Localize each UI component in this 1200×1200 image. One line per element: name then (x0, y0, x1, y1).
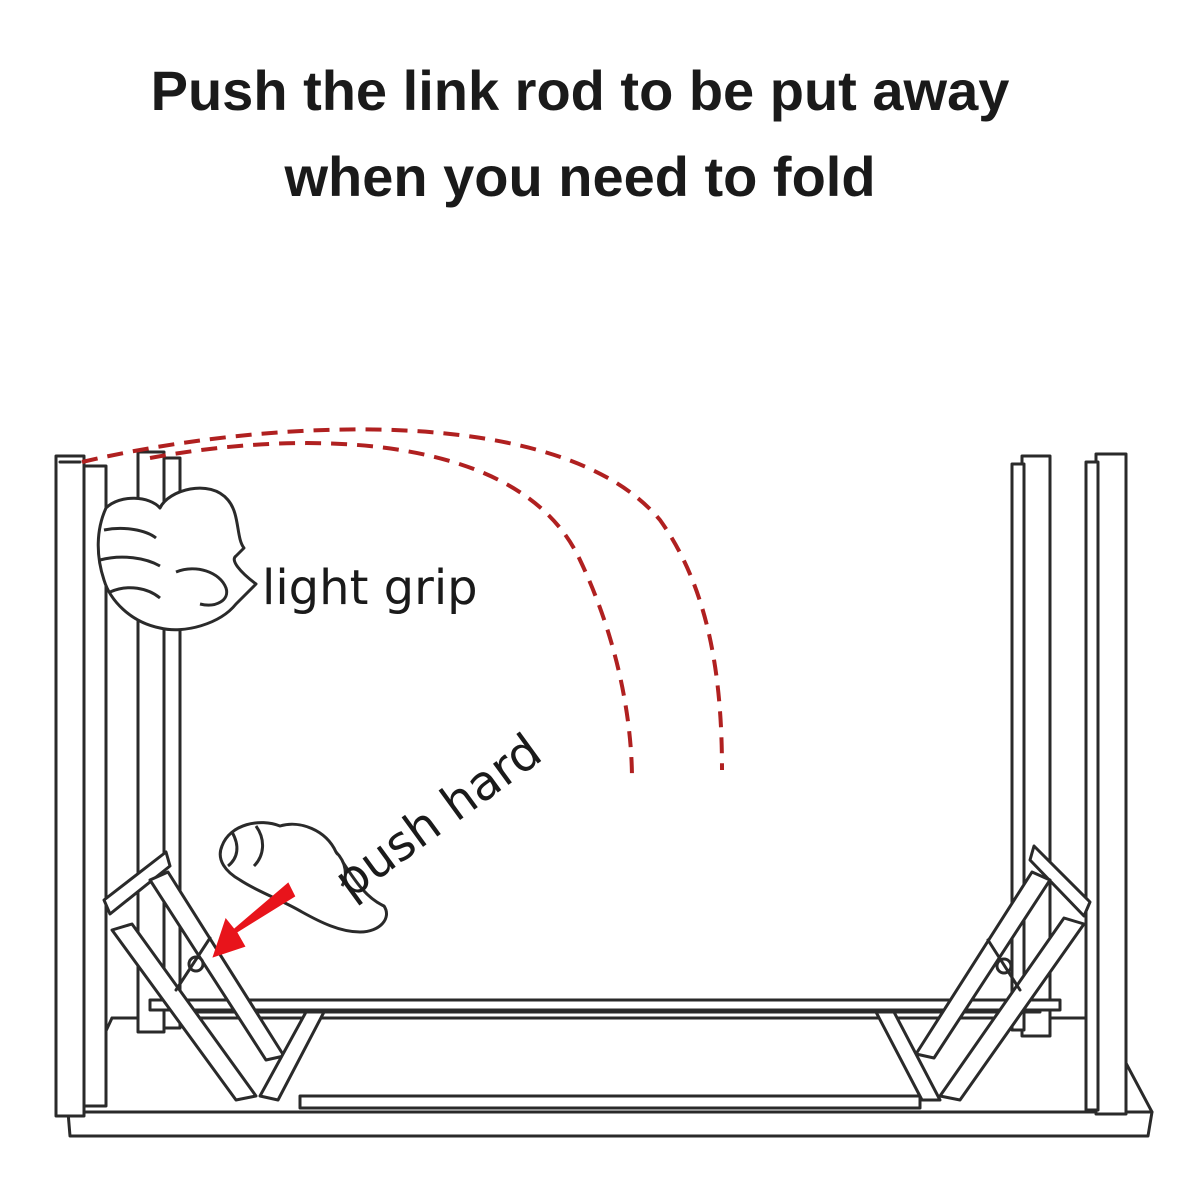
title-line-2: when you need to fold (284, 145, 876, 208)
light-grip-label: light grip (262, 560, 478, 616)
fold-motion-paths (81, 427, 724, 781)
left-link-rod (102, 850, 326, 1102)
right-link-rod (874, 844, 1092, 1102)
frame-rails (148, 998, 1062, 1110)
push-hard-label: push hard (324, 723, 552, 910)
left-leg-outer (54, 454, 108, 1118)
hand-grip-icon (96, 486, 258, 632)
right-leg-outer (1084, 452, 1128, 1116)
dashed-path-inner (149, 441, 634, 781)
hand-push-icon (218, 821, 388, 934)
dashed-path-outer (81, 427, 724, 771)
red-arrow-icon (212, 882, 296, 958)
title-line-1: Push the link rod to be put away (150, 59, 1010, 122)
page-title: Push the link rod to be put away when yo… (0, 48, 1160, 220)
